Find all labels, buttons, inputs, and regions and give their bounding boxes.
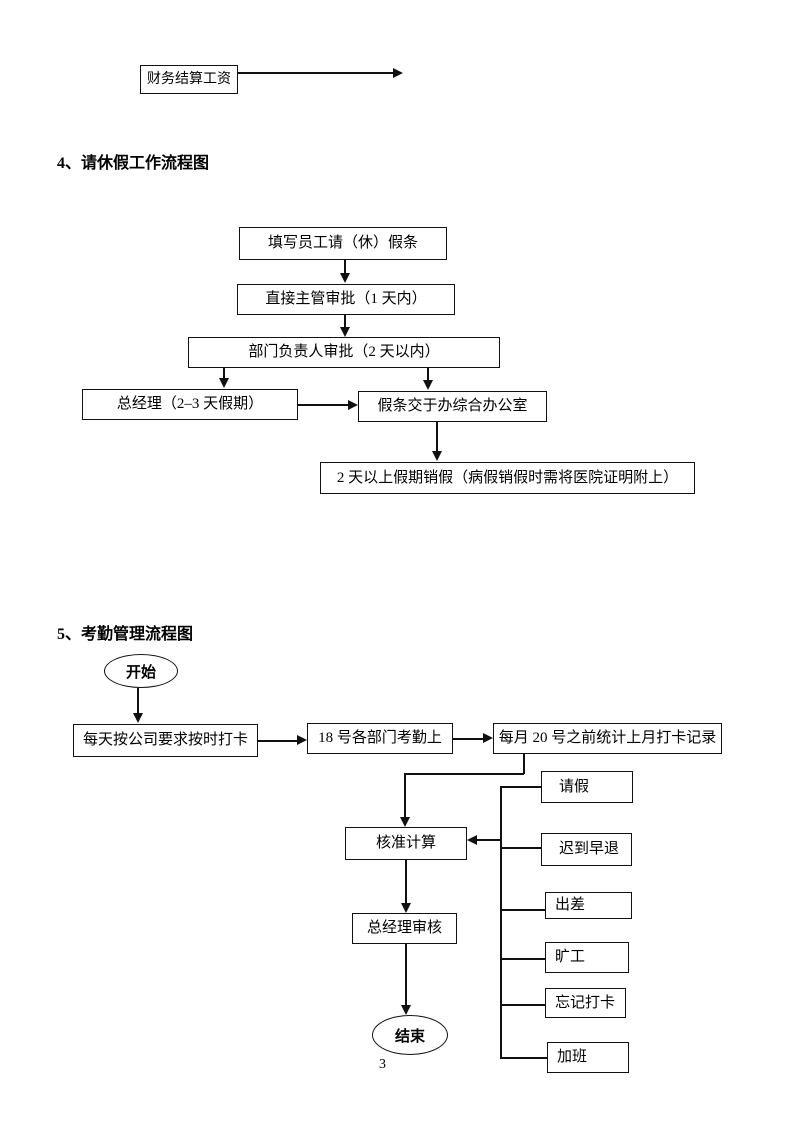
arrowhead-down-icon (340, 327, 350, 337)
flow-box-verify-calc: 核准计算 (345, 827, 467, 860)
flow-box-gm-review: 总经理审核 (352, 913, 457, 944)
flow-box-daily-punch: 每天按公司要求按时打卡 (73, 724, 258, 757)
connector-line (258, 740, 298, 742)
arrowhead-left-icon (467, 835, 477, 845)
flow-box-cancel-leave: 2 天以上假期销假（病假销假时需将医院证明附上） (320, 462, 695, 494)
arrowhead-right-icon (297, 735, 307, 745)
connector-line (238, 72, 393, 74)
connector-line (344, 315, 346, 328)
flow-box-submit-office: 假条交于办综合办公室 (358, 391, 547, 422)
flow-box-monthly-stats: 每月 20 号之前统计上月打卡记录 (493, 723, 722, 754)
arrowhead-down-icon (219, 378, 229, 388)
section4-heading: 4、请休假工作流程图 (57, 155, 210, 172)
connector-line (405, 860, 407, 904)
connector-line (500, 958, 545, 960)
connector-line (453, 738, 483, 740)
flow-box-absent: 旷工 (545, 942, 629, 973)
flow-box-leave: 请假 (541, 771, 633, 803)
connector-line (500, 1057, 547, 1059)
flow-box-forgot-punch: 忘记打卡 (545, 988, 626, 1018)
connector-line (404, 773, 524, 775)
connector-line (436, 422, 438, 452)
arrowhead-down-icon (340, 273, 350, 283)
connector-line (223, 368, 225, 379)
connector-line (500, 786, 541, 788)
flow-box-supervisor-approve: 直接主管审批（1 天内） (237, 284, 455, 315)
arrowhead-down-icon (401, 1005, 411, 1015)
flow-box-late-early: 迟到早退 (541, 833, 632, 866)
arrowhead-right-icon (483, 733, 493, 743)
arrowhead-right-icon (348, 400, 358, 410)
flow-box-finance-salary: 财务结算工资 (140, 65, 238, 94)
connector-line (427, 368, 429, 381)
flow-box-dept-head-approve: 部门负责人审批（2 天以内） (188, 337, 500, 368)
connector-line (344, 260, 346, 274)
flow-box-overtime: 加班 (547, 1042, 629, 1073)
connector-line (405, 944, 407, 1005)
connector-line (523, 754, 525, 774)
section5-heading: 5、考勤管理流程图 (57, 626, 194, 643)
connector-line (500, 1004, 545, 1006)
arrowhead-down-icon (401, 903, 411, 913)
flow-box-general-manager: 总经理（2–3 天假期） (82, 389, 298, 420)
arrowhead-down-icon (423, 380, 433, 390)
arrowhead-right-icon (393, 68, 403, 78)
connector-line (137, 688, 139, 714)
flow-box-business-trip: 出差 (545, 892, 632, 919)
arrowhead-down-icon (400, 817, 410, 827)
page-number: 3 (379, 1057, 386, 1072)
connector-line (404, 773, 406, 818)
flow-box-dept-report: 18 号各部门考勤上 (307, 723, 453, 754)
start-terminator: 开始 (104, 654, 178, 688)
end-terminator: 结束 (372, 1015, 448, 1055)
arrowhead-down-icon (133, 713, 143, 723)
connector-line (298, 404, 348, 406)
connector-line (500, 909, 545, 911)
connector-line (476, 839, 501, 841)
connector-spine-line (500, 787, 502, 1058)
arrowhead-down-icon (432, 451, 442, 461)
flow-box-fill-leave-form: 填写员工请（休）假条 (239, 227, 447, 260)
connector-line (500, 847, 541, 849)
